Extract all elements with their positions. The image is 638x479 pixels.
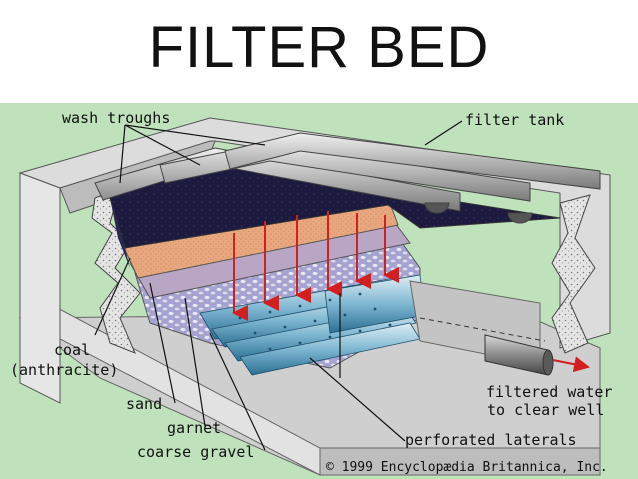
label-wash-troughs: wash troughs: [62, 109, 170, 127]
leader-lines: [94, 120, 463, 451]
slide-title: FILTER BED: [148, 15, 490, 80]
channel-dashed-line: [419, 317, 546, 342]
copyright-notice: © 1999 Encyclopædia Britannica, Inc.: [326, 460, 608, 475]
flow-arrows: [232, 211, 399, 321]
outflow-arrow: [552, 356, 590, 373]
wall-cut-right: [551, 194, 596, 354]
label-garnet: garnet: [167, 419, 221, 437]
label-clear-well: to clear well: [487, 401, 604, 419]
filter-bed-diagram: wash troughs filter tank coal (anthracit…: [10, 109, 612, 476]
label-filtered-water: filtered water: [486, 383, 612, 401]
label-coarse-gravel: coarse gravel: [137, 443, 254, 461]
label-perforated-laterals: perforated laterals: [405, 431, 577, 449]
label-sand: sand: [126, 395, 162, 413]
label-coal: coal: [54, 341, 90, 359]
label-filter-tank: filter tank: [465, 111, 564, 129]
outlet-pipe: [484, 334, 554, 376]
wash-troughs: [94, 132, 601, 224]
label-anthracite: (anthracite): [10, 361, 118, 379]
